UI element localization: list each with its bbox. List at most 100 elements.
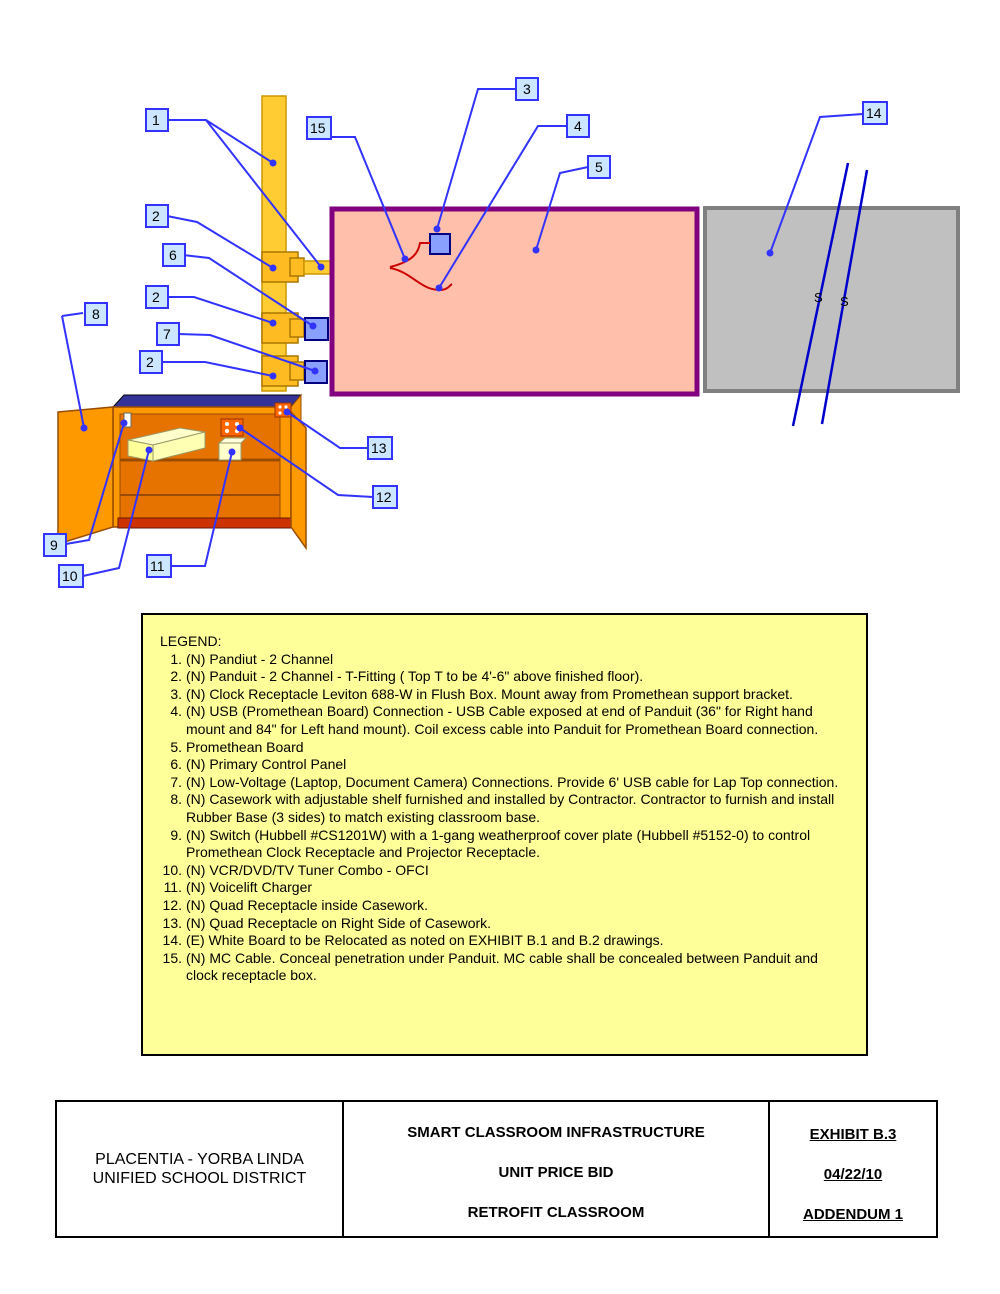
clock-receptacle [429,233,451,255]
casework [57,393,307,551]
legend-item: 3.(N) Clock Receptacle Leviton 688-W in … [160,686,846,704]
relocation-line-2 [820,169,869,425]
legend-title: LEGEND: [160,633,222,649]
title-block: PLACENTIA - YORBA LINDA UNIFIED SCHOOL D… [55,1100,938,1238]
legend-item-text: (N) USB (Promethean Board) Connection - … [186,703,819,737]
callout-15: 15 [306,116,332,140]
svg-text:11: 11 [150,558,165,574]
callout-13: 13 [367,436,393,460]
leader-lines [61,88,864,577]
svg-text:2: 2 [146,354,154,370]
legend-item: 7.(N) Low-Voltage (Laptop, Document Came… [160,774,846,792]
legend-item-text: Promethean Board [186,738,304,755]
svg-text:3: 3 [523,81,531,97]
quad-receptacle-inside [220,418,244,437]
t-fitting-top [261,251,305,283]
legend-item-text: (N) Quad Receptacle inside Casework. [186,896,428,913]
callout-1: 1 [145,108,169,132]
svg-text:10: 10 [62,568,78,584]
legend-item-text: (E) White Board to be Relocated as noted… [186,932,664,949]
legend-item-text: (N) Panduit - 2 Channel - T-Fitting ( To… [186,668,644,685]
legend-item: 14.(E) White Board to be Relocated as no… [160,932,846,950]
legend-item: 4.(N) USB (Promethean Board) Connection … [160,703,846,738]
legend-item-number: 4. [170,703,182,720]
svg-text:12: 12 [376,489,392,505]
exhibit-number: EXHIBIT B.3 [809,1125,897,1143]
board-mark-s2: S [840,294,849,309]
svg-text:6: 6 [169,247,177,263]
district-line-1: PLACENTIA - YORBA LINDA [95,1151,304,1168]
panduit-vertical [261,95,287,392]
mc-cable [389,242,430,268]
legend-item-number: 5. [170,738,182,755]
board-mark-s1: S [814,290,823,305]
legend-item: 11.(N) Voicelift Charger [160,879,846,897]
legend-item: 2.(N) Panduit - 2 Channel - T-Fitting ( … [160,668,846,686]
callout-4: 4 [566,114,590,138]
callout-11: 11 [146,554,172,578]
callout-2-top: 2 [145,204,169,228]
legend-item-number: 1. [170,650,182,667]
svg-text:2: 2 [152,208,160,224]
legend-item-number: 14. [162,932,182,949]
project-title: SMART CLASSROOM INFRASTRUCTURE [407,1123,705,1141]
callout-2-bottom: 2 [139,350,163,374]
callout-9: 9 [43,533,67,557]
svg-text:7: 7 [163,326,171,342]
svg-text:4: 4 [574,118,582,134]
relocation-line-1 [791,162,850,427]
callout-8: 8 [84,302,108,326]
leader-dots [80,159,774,456]
legend-item: 6.(N) Primary Control Panel [160,756,846,774]
casework-right-door [290,410,307,551]
t-fitting-middle [261,312,305,344]
legend-item: 8.(N) Casework with adjustable shelf fur… [160,791,846,826]
casework-left-door [57,406,114,546]
district-line-2: UNIFIED SCHOOL DISTRICT [92,1170,307,1187]
legend-item-number: 11. [163,879,182,896]
legend-item: 9.(N) Switch (Hubbell #CS1201W) with a 1… [160,827,846,862]
legend-item-text: (N) Voicelift Charger [186,879,313,896]
legend-item-text: (N) Casework with adjustable shelf furni… [186,791,835,825]
legend-item: 10.(N) VCR/DVD/TV Tuner Combo - OFCI [160,862,846,880]
promethean-board [329,206,700,397]
svg-text:13: 13 [371,440,387,456]
svg-text:5: 5 [595,159,603,175]
callout-14: 14 [862,101,888,125]
legend-item-number: 12. [162,896,182,913]
legend-item-text: (N) MC Cable. Conceal penetration under … [186,949,818,984]
legend-item-text: (N) Low-Voltage (Laptop, Document Camera… [186,773,839,790]
project-cell: SMART CLASSROOM INFRASTRUCTURE UNIT PRIC… [344,1102,770,1236]
legend-item-text: (N) Pandiut - 2 Channel [186,650,334,667]
classroom-diagram: S S [43,77,960,588]
callout-2-middle: 2 [145,285,169,309]
callout-12: 12 [372,485,398,509]
addendum-label: ADDENDUM 1 [802,1205,903,1223]
callout-7: 7 [156,322,180,346]
primary-control-panel [304,317,329,341]
svg-text:14: 14 [866,105,882,121]
legend-item-text: (N) Quad Receptacle on Right Side of Cas… [186,914,492,931]
callout-3: 3 [515,77,539,101]
legend-item-number: 15. [162,949,182,966]
legend-item-text: (N) Primary Control Panel [186,756,347,773]
legend-item-number: 10. [162,861,182,878]
project-bid-type: UNIT PRICE BID [498,1163,614,1181]
exhibit-date: 04/22/10 [823,1165,883,1183]
legend-item: 5.Promethean Board [160,739,846,757]
svg-text:2: 2 [152,289,160,305]
legend-item: 1.(N) Pandiut - 2 Channel [160,651,846,669]
legend-item-number: 3. [170,685,182,702]
svg-text:8: 8 [92,306,100,322]
legend-item-number: 13. [162,914,182,931]
svg-text:1: 1 [152,112,160,128]
legend-item-number: 6. [170,756,182,773]
callout-5: 5 [587,155,611,179]
legend-item-number: 9. [170,826,182,843]
district-cell: PLACENTIA - YORBA LINDA UNIFIED SCHOOL D… [57,1102,344,1236]
svg-text:15: 15 [310,120,326,136]
legend-item: 15.(N) MC Cable. Conceal penetration und… [160,950,846,985]
legend-item: 13.(N) Quad Receptacle on Right Side of … [160,915,846,933]
